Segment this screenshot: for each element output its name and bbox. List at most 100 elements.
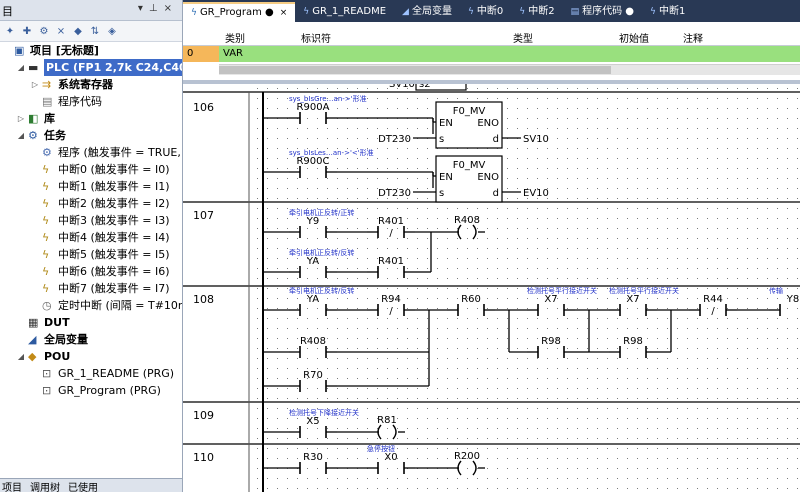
tree-item[interactable]: ⚙程序 (触发事件 = TRUE, — [0, 144, 182, 161]
header-category[interactable]: 类别 — [225, 34, 245, 45]
tree-item[interactable]: ▦DUT — [0, 314, 182, 331]
ladder-coil[interactable]: R200 — [454, 451, 485, 476]
contact-address: R60 — [461, 294, 481, 305]
ladder-contact[interactable]: /R401 — [367, 216, 415, 239]
contact-address: R70 — [303, 370, 323, 381]
coil-arc-right — [472, 224, 477, 240]
editor-tab[interactable]: ◢全局变量 — [394, 2, 460, 22]
tab-project[interactable]: 项目 — [2, 483, 22, 492]
contact-comment: sys_bIsLes…an->'<'形准 — [289, 148, 374, 157]
add-item-icon[interactable]: ✚ — [22, 25, 32, 37]
close-icon[interactable]: × — [163, 3, 178, 14]
tree-item[interactable]: ◢⚙任务 — [0, 127, 182, 144]
contact-address: X0 — [384, 452, 397, 463]
interrupt-icon: ϟ — [42, 180, 50, 193]
editor-tab[interactable]: ▤程序代码 ● — [563, 2, 642, 22]
filter-icon[interactable]: ◆ — [74, 25, 82, 37]
tree-item[interactable]: ⊡GR_1_README (PRG) — [0, 365, 182, 382]
ladder-contact[interactable]: R98 — [609, 336, 657, 358]
ladder-contact[interactable]: R30 — [289, 452, 337, 474]
delete-icon[interactable]: ⨯ — [56, 25, 66, 37]
declaration-row-index[interactable]: 0 — [183, 46, 219, 62]
header-identifier[interactable]: 标识符 — [301, 34, 331, 45]
tree-item[interactable]: ▷⇉系统寄存器 — [0, 76, 182, 93]
sort-icon[interactable]: ⇅ — [90, 25, 100, 37]
editor-splitter[interactable] — [183, 80, 800, 84]
add-pou-icon[interactable]: ✦ — [5, 25, 15, 37]
declaration-horizontal-scrollbar[interactable] — [219, 64, 800, 75]
interrupt-icon: ϟ — [42, 282, 50, 295]
tab-used[interactable]: 已使用 — [68, 483, 98, 492]
collapse-arrow-icon[interactable]: ◢ — [17, 131, 25, 140]
contact-comment: 检测托号平行接近开关 — [527, 286, 597, 295]
tree-item-label: 库 — [44, 112, 55, 125]
collapse-arrow-icon[interactable]: ◢ — [17, 352, 25, 361]
editor-tab-label: 中断1 — [658, 6, 686, 17]
declaration-category[interactable]: VAR — [223, 48, 243, 59]
tree-item[interactable]: ▷◧库 — [0, 110, 182, 127]
expand-arrow-icon[interactable]: ▷ — [17, 114, 25, 123]
block-name: F0_MV — [453, 160, 486, 171]
ladder-contact[interactable]: R70 — [289, 370, 337, 392]
scrollbar-thumb[interactable] — [219, 66, 611, 74]
interrupt-icon: ϟ — [42, 163, 50, 176]
editor-tab-label: 中断2 — [528, 6, 555, 17]
tree-item[interactable]: ⊡GR_Program (PRG) — [0, 382, 182, 399]
tree-item[interactable]: ◢▬PLC (FP1 2,7k C24,C40) — [0, 59, 182, 76]
pane-title-bar: 目 ▾⊥× — [0, 0, 182, 21]
expand-arrow-icon[interactable]: ▷ — [31, 80, 39, 89]
tree-item[interactable]: ◷定时中断 (间隔 = T#10n — [0, 297, 182, 314]
ladder-contact[interactable]: R408 — [289, 336, 337, 358]
declaration-row[interactable]: VAR — [183, 46, 800, 62]
tree-item[interactable]: ▤程序代码 — [0, 93, 182, 110]
ladder-contact[interactable]: /R94 — [367, 294, 415, 317]
ladder-contact[interactable]: /R44 — [689, 294, 737, 317]
header-initial-value[interactable]: 初始值 — [619, 34, 649, 45]
function-block[interactable] — [435, 101, 503, 149]
expand-all-icon[interactable]: ◈ — [108, 25, 116, 37]
ladder-contact[interactable]: R98 — [527, 336, 575, 358]
header-type[interactable]: 类型 — [513, 34, 533, 45]
collapse-arrow-icon[interactable]: ◢ — [17, 63, 25, 72]
contact-address: R44 — [703, 294, 723, 305]
tree-item[interactable]: ◢全局变量 — [0, 331, 182, 348]
tab-close-icon[interactable]: × — [279, 8, 288, 18]
coil-address: R408 — [454, 215, 480, 226]
properties-icon[interactable]: ⚙ — [39, 25, 49, 37]
ladder-contact[interactable]: R401 — [367, 256, 415, 278]
tree-item[interactable]: ▣项目 [无标题] — [0, 42, 182, 59]
tab-call-tree[interactable]: 调用树 — [30, 483, 60, 492]
header-comment[interactable]: 注释 — [683, 34, 703, 45]
pin-icon[interactable]: ⊥ — [148, 3, 164, 14]
function-block[interactable] — [435, 155, 503, 203]
ladder-contact[interactable]: R60 — [447, 294, 495, 316]
tree-item[interactable]: ◢◆POU — [0, 348, 182, 365]
ladder-coil[interactable]: R408 — [454, 215, 485, 240]
contact-negation: / — [389, 228, 393, 239]
dropdown-arrow-icon[interactable]: ▾ — [137, 3, 149, 14]
ladder-coil[interactable]: R81 — [377, 415, 405, 440]
